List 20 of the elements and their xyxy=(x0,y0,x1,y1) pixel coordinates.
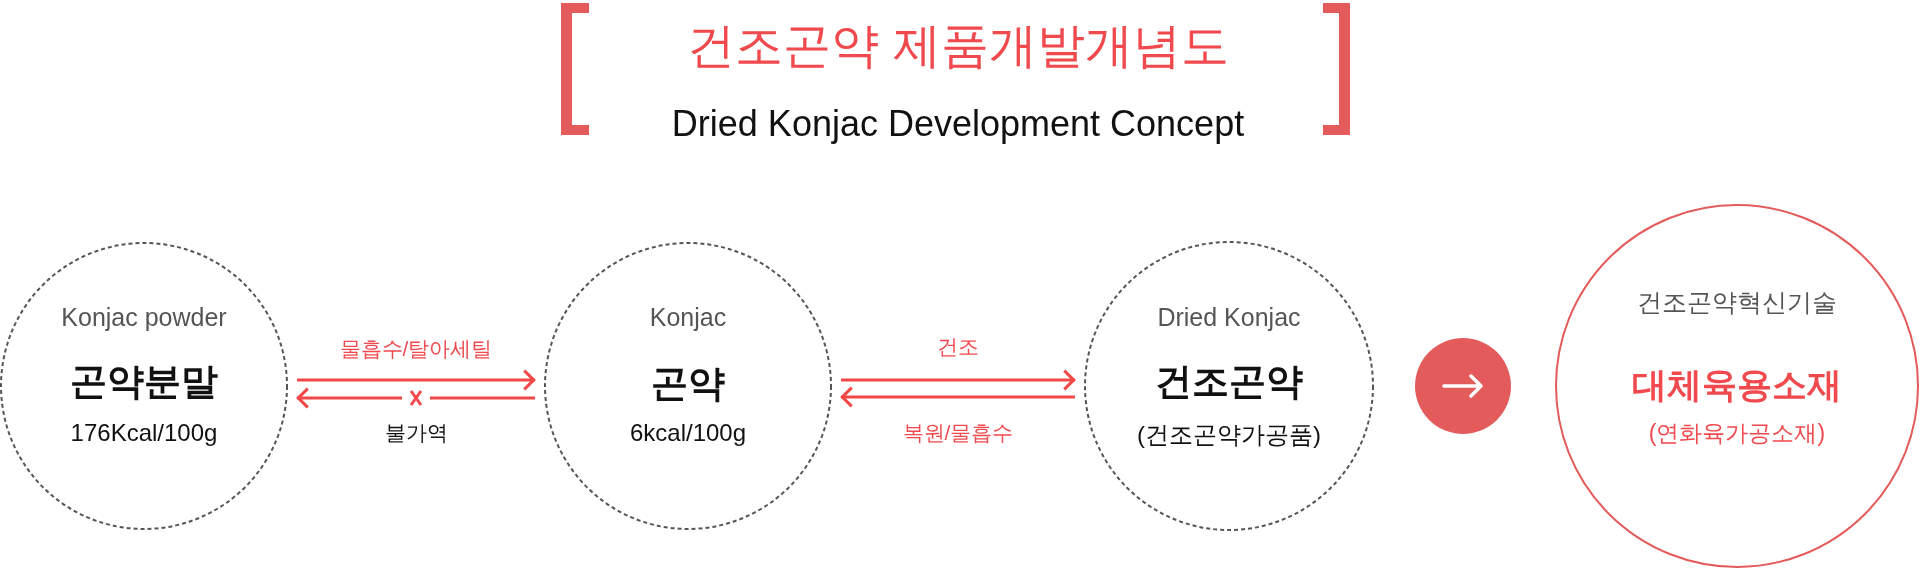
circle-title: 대체육용소재 xyxy=(1632,364,1842,406)
circle-subtext: 176Kcal/100g xyxy=(70,419,218,447)
circle-caption: Konjac powder xyxy=(61,302,227,332)
circle-caption: 건조곤약혁신기술 xyxy=(1637,287,1837,317)
arrow xyxy=(295,387,537,409)
circle-subtext: (건조곤약가공품) xyxy=(1137,421,1321,449)
circle-subtext: (연화육가공소재) xyxy=(1648,419,1826,447)
dashed-circle xyxy=(1084,241,1374,531)
circle-caption: Konjac xyxy=(649,302,727,332)
circle-title: 건조곤약 xyxy=(1155,360,1303,404)
dashed-circle xyxy=(0,242,288,530)
diagram-title: 건조곤약 제품개발개념도 xyxy=(687,18,1229,74)
circle-caption: Dried Konjac xyxy=(1157,302,1301,332)
circle-title: 곤약분말 xyxy=(70,360,218,404)
circle-subtext: 6kcal/100g xyxy=(629,419,747,447)
filled-circle xyxy=(1414,337,1512,435)
outlined-circle xyxy=(1555,204,1919,568)
diagram-subtitle: Dried Konjac Development Concept xyxy=(671,103,1245,145)
dashed-circle xyxy=(544,242,832,530)
circle-title: 곤약 xyxy=(651,362,725,406)
